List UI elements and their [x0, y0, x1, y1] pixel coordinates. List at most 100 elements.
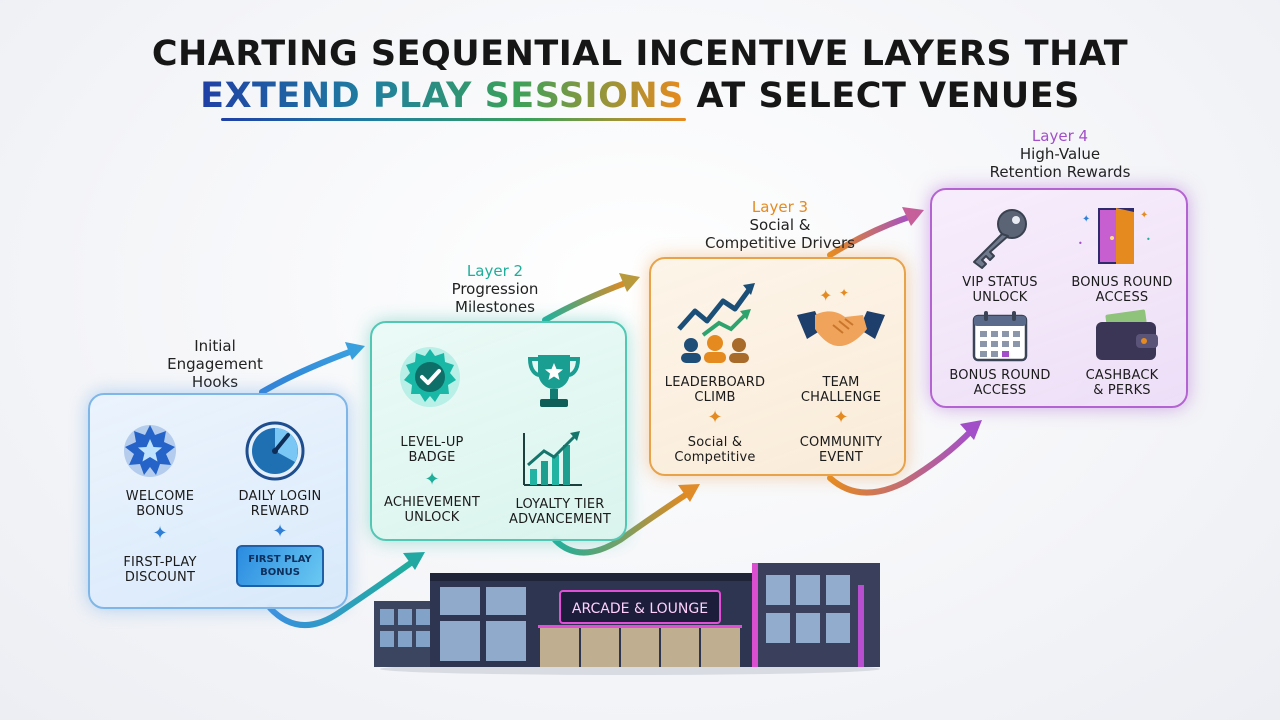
- item-label-line1: FIRST-PLAY: [123, 555, 197, 570]
- svg-text:•: •: [1146, 235, 1151, 244]
- timer-icon: [245, 421, 305, 481]
- page-title-line-2: EXTEND PLAY SESSIONS AT SELECT VENUES: [0, 76, 1280, 116]
- item-label-line2: BONUS: [136, 504, 184, 519]
- leaderboard-icon: [677, 283, 755, 363]
- flow-arrow-1-up: [259, 347, 358, 395]
- layer-2-panel: LEVEL-UP BADGE ✦ ACHIEVEMENT UNLOCK LOYA…: [370, 321, 627, 541]
- svg-text:✦: ✦: [1082, 214, 1090, 225]
- item-label-line2: CLIMB: [694, 390, 736, 405]
- separator-icon: ✦: [152, 523, 168, 544]
- item-label-line2: BADGE: [408, 450, 456, 465]
- item-social-competitive: Social & Competitive: [655, 435, 775, 465]
- layer-1-name-line2: Engagement: [167, 355, 263, 373]
- separator-icon: ✦: [833, 407, 849, 428]
- item-welcome-bonus: WELCOME BONUS: [100, 489, 220, 519]
- calendar-icon: [972, 311, 1028, 362]
- item-label-line2: ACCESS: [973, 383, 1027, 398]
- check-badge-icon: [400, 347, 460, 407]
- layer-2-label: Layer 2 Progression Milestones: [420, 262, 570, 316]
- flow-curve-3: [827, 427, 975, 496]
- item-cashback-perks: CASHBACK & PERKS: [1062, 368, 1182, 398]
- flow-arrow-3-up: [827, 213, 915, 258]
- separator-icon: ✦: [424, 469, 440, 490]
- item-vip-status-unlock: VIP STATUS UNLOCK: [940, 275, 1060, 305]
- trophy-icon: [527, 355, 581, 407]
- item-label-line1: COMMUNITY: [799, 435, 883, 450]
- separator-icon: ✦: [272, 521, 288, 542]
- layer-3-name-line1: Social &: [749, 216, 811, 234]
- ticket-icon: FIRST PLAY BONUS: [236, 545, 324, 587]
- item-achievement-unlock: ACHIEVEMENT UNLOCK: [372, 495, 492, 525]
- item-label-line1: BONUS ROUND: [1071, 275, 1173, 290]
- item-bonus-round-access-1: BONUS ROUND ACCESS: [1062, 275, 1182, 305]
- item-label-line2: ADVANCEMENT: [509, 512, 611, 527]
- layer-4-number: Layer 4: [1031, 127, 1089, 145]
- item-label-line1: WELCOME: [125, 489, 195, 504]
- layer-1-name-line1: Initial: [194, 337, 236, 355]
- item-bonus-round-access-2: BONUS ROUND ACCESS: [940, 368, 1060, 398]
- arcade-storefront: ARCADE & LOUNGE: [374, 563, 880, 675]
- venue-sign: ARCADE & LOUNGE: [572, 601, 708, 617]
- item-team-challenge: TEAM CHALLENGE: [781, 375, 901, 405]
- item-label-line1: Social &: [687, 435, 743, 450]
- star-badge-icon: [124, 425, 176, 477]
- layer-3-panel: ✦ ✦ LEADERBOARD CLIMB TEAM CHALLENGE ✦ ✦…: [649, 257, 906, 476]
- page-title-rest: AT SELECT VENUES: [683, 76, 1080, 116]
- layer-1-label: Initial Engagement Hooks: [140, 337, 290, 391]
- wallet-icon: [1096, 309, 1158, 360]
- layer-2-name-line1: Progression: [451, 280, 539, 298]
- svg-text:✦: ✦: [1140, 210, 1148, 221]
- layer-3-name-line2: Competitive Drivers: [705, 234, 855, 252]
- item-label-line2: ACCESS: [1095, 290, 1149, 305]
- item-label-line1: BONUS ROUND: [949, 368, 1051, 383]
- door-icon: ✦ ✦ • •: [1078, 208, 1151, 264]
- layer-4-panel: ✦ ✦ • • VIP STATUS UNLOCK BONUS ROUND AC…: [930, 188, 1188, 408]
- layer-1-name-line3: Hooks: [191, 373, 239, 391]
- item-label-line2: UNLOCK: [404, 510, 460, 525]
- item-label-line1: LEADERBOARD: [664, 375, 766, 390]
- layer-4-name-line1: High-Value: [1019, 145, 1101, 163]
- title-underline: [221, 118, 686, 121]
- flow-curve-1: [267, 557, 418, 628]
- item-label-line2: & PERKS: [1093, 383, 1151, 398]
- ticket-text-line1: FIRST PLAY: [248, 554, 312, 565]
- page-title-highlight: EXTEND PLAY SESSIONS: [200, 76, 684, 116]
- item-community-event: COMMUNITY EVENT: [781, 435, 901, 465]
- layer-3-number: Layer 3: [751, 198, 809, 216]
- separator-icon: ✦: [707, 407, 723, 428]
- item-leaderboard-climb: LEADERBOARD CLIMB: [655, 375, 775, 405]
- bar-chart-icon: [523, 431, 582, 486]
- page-title-line-1: CHARTING SEQUENTIAL INCENTIVE LAYERS THA…: [151, 34, 1129, 74]
- flow-curve-2: [552, 489, 693, 556]
- item-label-line2: Competitive: [674, 450, 756, 465]
- layer-2-number: Layer 2: [466, 262, 524, 280]
- item-label-line2: EVENT: [819, 450, 863, 465]
- item-label-line1: TEAM: [822, 375, 860, 390]
- item-label-line2: DISCOUNT: [124, 570, 196, 585]
- layer-4-label: Layer 4 High-Value Retention Rewards: [960, 127, 1160, 181]
- item-daily-login-reward: DAILY LOGIN REWARD: [220, 489, 340, 519]
- flow-arrow-2-up: [542, 279, 631, 323]
- layer-2-name-line2: Milestones: [455, 298, 535, 316]
- item-label-line2: UNLOCK: [972, 290, 1028, 305]
- item-loyalty-tier-advancement: LOYALTY TIER ADVANCEMENT: [500, 497, 620, 527]
- item-label-line1: LEVEL-UP: [400, 435, 464, 450]
- item-first-play-discount: FIRST-PLAY DISCOUNT: [100, 555, 220, 585]
- svg-text:✦: ✦: [839, 286, 849, 300]
- svg-text:•: •: [1078, 239, 1083, 248]
- layer-3-label: Layer 3 Social & Competitive Drivers: [680, 198, 880, 252]
- item-level-up-badge: LEVEL-UP BADGE: [372, 435, 492, 465]
- item-label-line1: VIP STATUS: [962, 275, 1038, 290]
- key-icon: [973, 209, 1027, 269]
- item-label-line1: CASHBACK: [1085, 368, 1159, 383]
- item-label-line1: LOYALTY TIER: [515, 497, 605, 512]
- layer-4-name-line2: Retention Rewards: [989, 163, 1131, 181]
- handshake-icon: ✦ ✦: [797, 286, 885, 347]
- ticket-text-line2: BONUS: [260, 567, 300, 578]
- item-label-line1: DAILY LOGIN: [238, 489, 322, 504]
- item-label-line2: CHALLENGE: [800, 390, 882, 405]
- item-label-line2: REWARD: [250, 504, 310, 519]
- svg-text:✦: ✦: [819, 286, 832, 305]
- layer-1-panel: WELCOME BONUS DAILY LOGIN REWARD ✦ ✦ FIR…: [88, 393, 348, 609]
